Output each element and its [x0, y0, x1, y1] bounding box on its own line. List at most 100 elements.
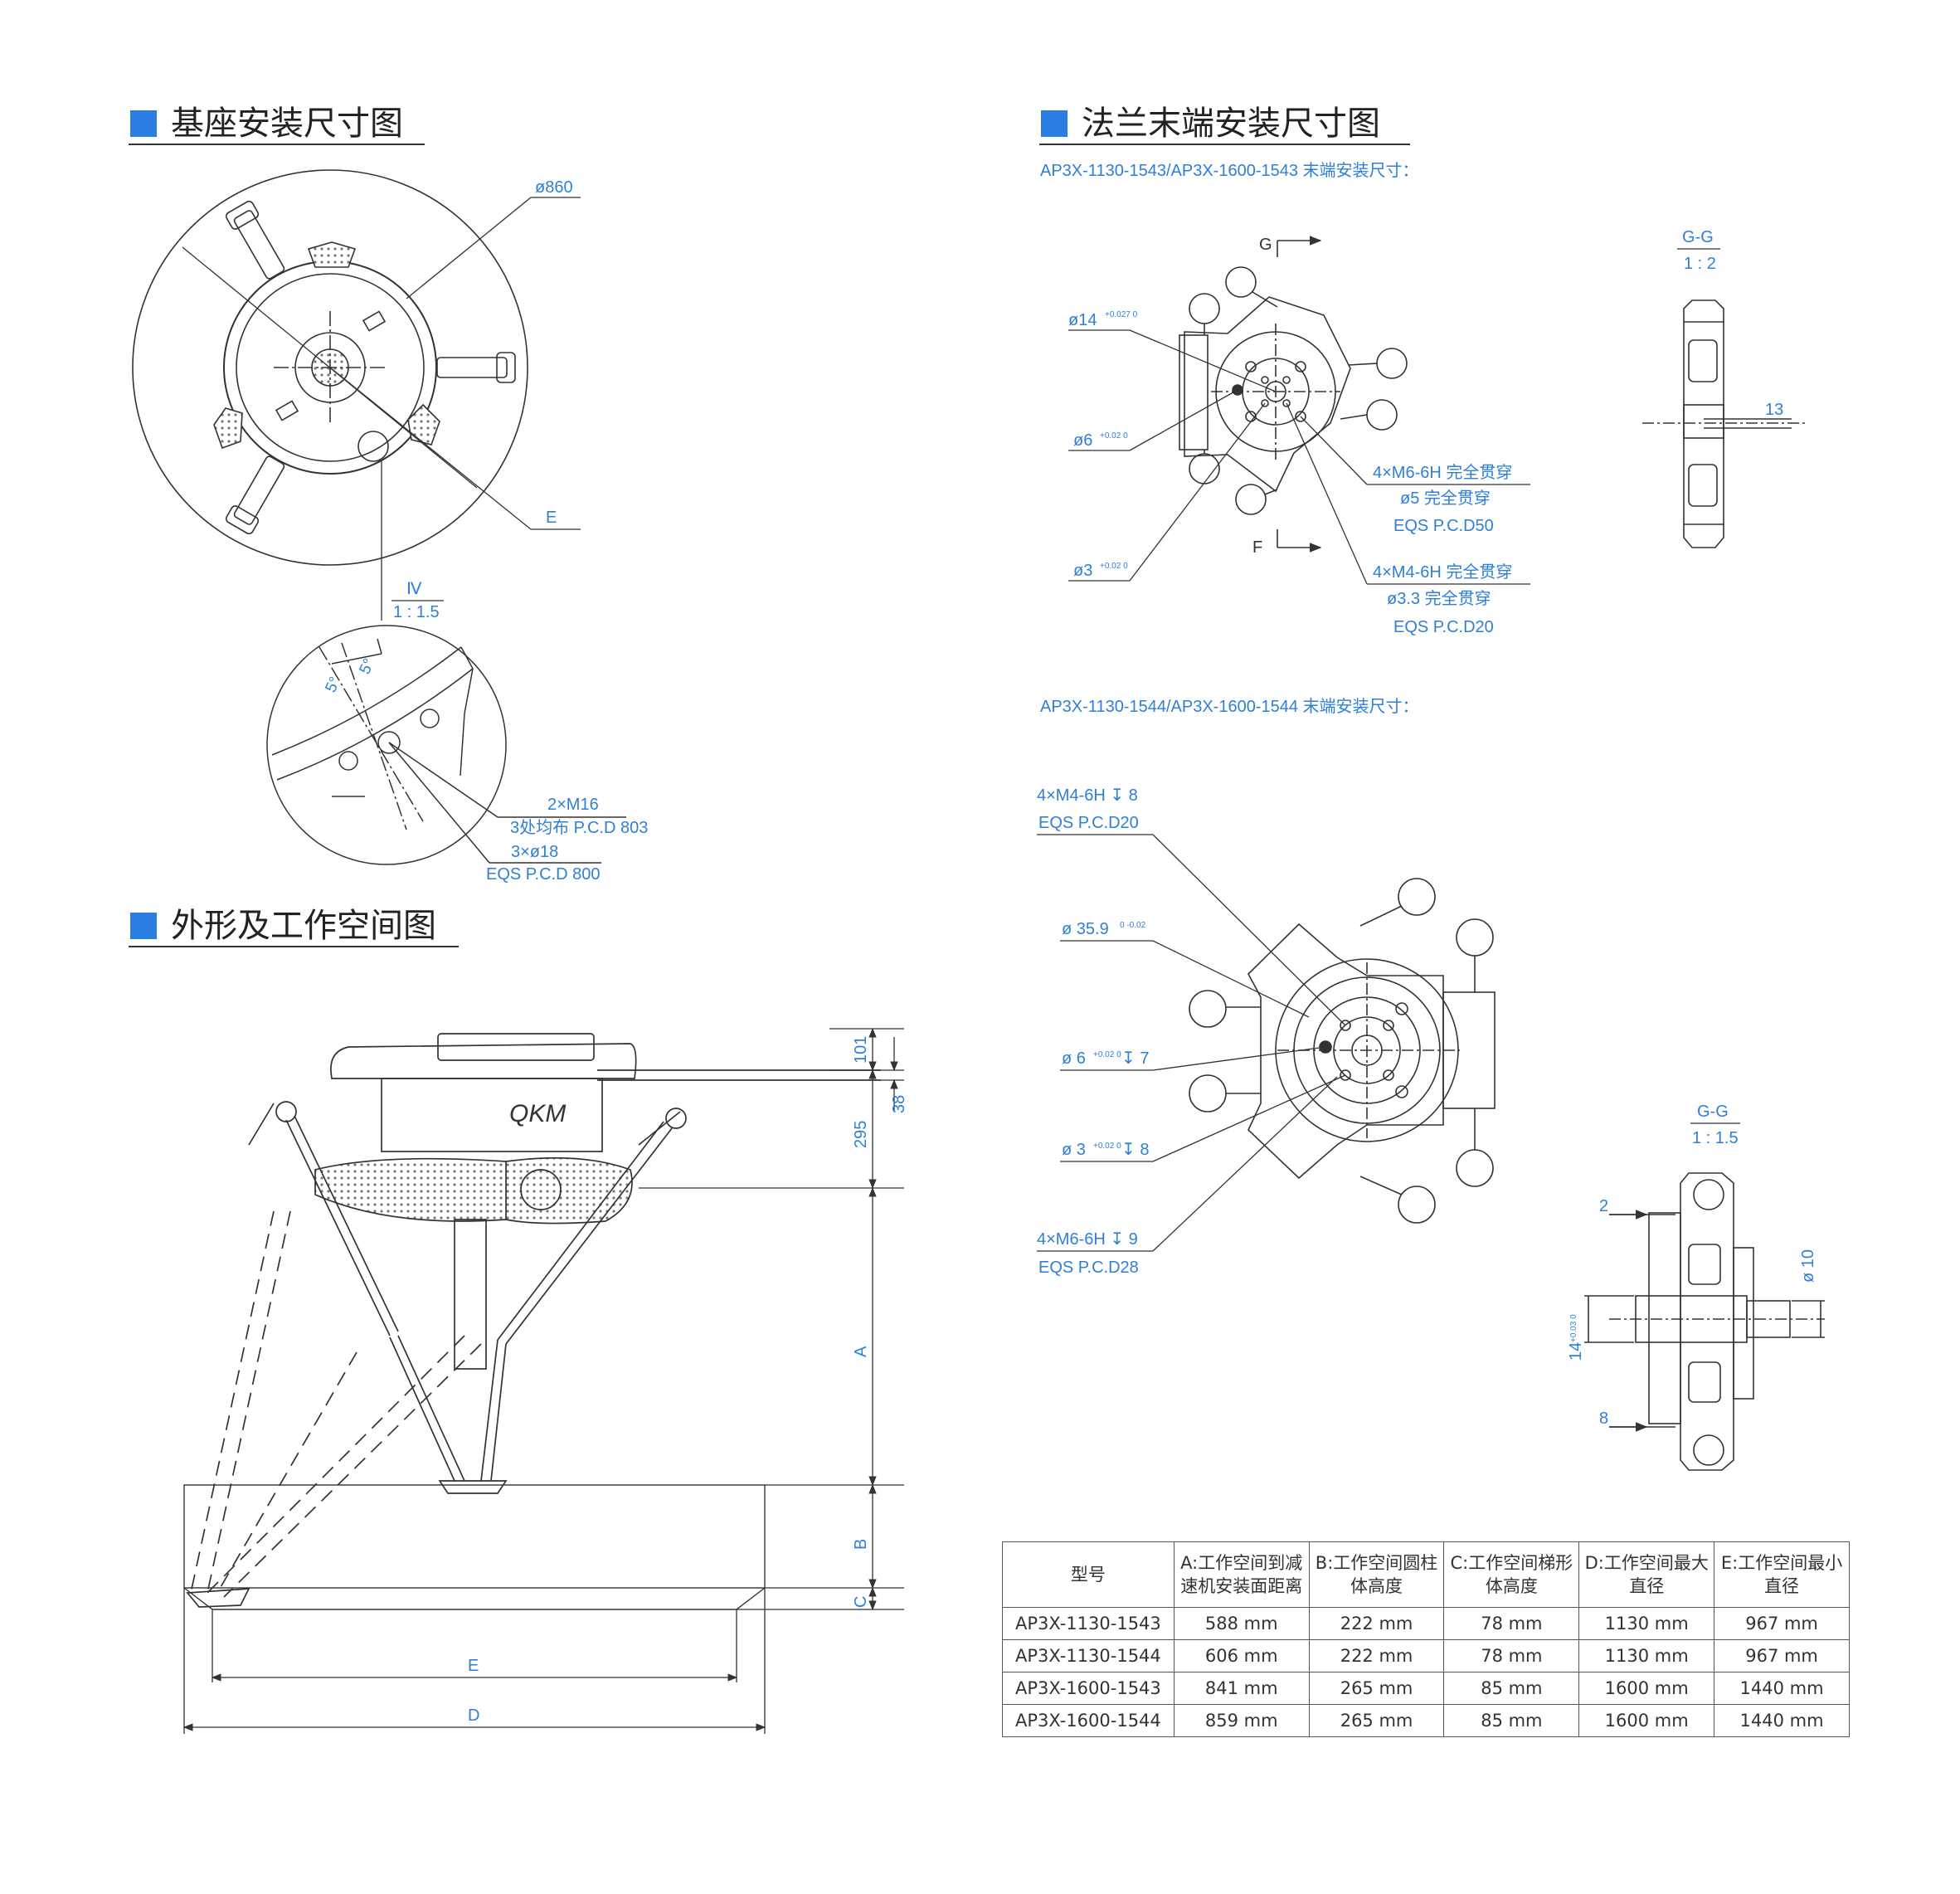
table-row: AP3X-1130-1544 606 mm 222 mm 78 mm 1130 … [1002, 1639, 1850, 1672]
table-header: C:工作空间梯形体高度 [1443, 1541, 1580, 1608]
dim-e: E [468, 1657, 479, 1675]
table-header: B:工作空间圆柱体高度 [1308, 1541, 1445, 1608]
table-cell: 859 mm [1173, 1704, 1310, 1737]
flange-title: 法兰末端安装尺寸图 [1082, 105, 1380, 143]
flange2-subtitle: AP3X-1130-1544/AP3X-1600-1544 末端安装尺寸： [1040, 697, 1419, 716]
angle-label-1: 5° [322, 674, 344, 695]
section-f-label: F [1252, 538, 1262, 557]
section-header-outline: 外形及工作空间图 [129, 907, 459, 947]
table-header-row: 型号 A:工作空间到减速机安装面距离 B:工作空间圆柱体高度 C:工作空间梯形体… [1002, 1541, 1850, 1608]
flange1-section-scale: 1 : 2 [1684, 255, 1716, 273]
table-cell: 222 mm [1308, 1639, 1445, 1672]
flange2-d6-depth: ↧ 7 [1121, 1049, 1149, 1068]
table-cell: 265 mm [1308, 1704, 1445, 1737]
flange1-dim-13: 13 [1765, 401, 1783, 419]
flange1-d6-tol: +0.02 0 [1100, 431, 1128, 441]
table-cell: 1600 mm [1578, 1704, 1715, 1737]
base-diameter-label: ø860 [535, 178, 573, 197]
table-cell: 1440 mm [1714, 1704, 1850, 1737]
dim-101: 101 [852, 1036, 870, 1064]
table-cell: AP3X-1130-1543 [1002, 1607, 1175, 1640]
table-cell: AP3X-1600-1544 [1002, 1704, 1175, 1737]
flange1-section-view [1642, 299, 1808, 548]
flange1-plan-view [1179, 236, 1408, 553]
bolt-note-2: 3处均布 P.C.D 803 [510, 818, 648, 837]
flange2-dim-d10: ø 10 [1799, 1249, 1817, 1283]
flange1-subtitle: AP3X-1130-1543/AP3X-1600-1543 末端安装尺寸： [1040, 161, 1419, 180]
qkm-logo: QKM [509, 1100, 566, 1127]
table-cell: AP3X-1130-1544 [1002, 1639, 1175, 1672]
table-row: AP3X-1130-1543 588 mm 222 mm 78 mm 1130 … [1002, 1607, 1850, 1640]
section-marker [130, 110, 157, 137]
table-cell: 85 mm [1443, 1704, 1580, 1737]
dim-295: 295 [852, 1121, 870, 1148]
table-cell: 841 mm [1173, 1672, 1310, 1705]
base-dim-callouts [182, 197, 581, 621]
section-g-label: G [1259, 236, 1272, 254]
table-cell: 78 mm [1443, 1607, 1580, 1640]
table-header: E:工作空间最小直径 [1714, 1541, 1850, 1608]
table-cell: 85 mm [1443, 1672, 1580, 1705]
table-row: AP3X-1600-1543 841 mm 265 mm 85 mm 1600 … [1002, 1672, 1850, 1705]
flange2-section-label: G-G [1697, 1103, 1729, 1121]
table-header: D:工作空间最大直径 [1578, 1541, 1715, 1608]
flange2-dim-2: 2 [1599, 1197, 1608, 1215]
flange1-m6-note: 4×M6-6H 完全贯穿 [1373, 463, 1512, 482]
section-marker [130, 913, 157, 939]
spec-table: 型号 A:工作空间到减速机安装面距离 B:工作空间圆柱体高度 C:工作空间梯形体… [1002, 1541, 1850, 1737]
flange2-d6-tol: +0.02 0 [1093, 1050, 1121, 1059]
table-row: AP3X-1600-1544 859 mm 265 mm 85 mm 1600 … [1002, 1704, 1850, 1737]
section-marker [1041, 110, 1068, 137]
flange2-leaders [1037, 834, 1346, 1252]
flange2-d6: ø 6 [1062, 1049, 1086, 1068]
detail-view-label: Ⅳ [406, 580, 422, 598]
flange2-dim-14: 14 [1567, 1342, 1585, 1361]
flange2-section-scale: 1 : 1.5 [1692, 1129, 1739, 1147]
table-header: 型号 [1002, 1541, 1175, 1608]
bolt-note-1: 2×M16 [547, 796, 599, 814]
section-header-base: 基座安装尺寸图 [129, 105, 425, 145]
flange2-d3-depth: ↧ 8 [1121, 1141, 1149, 1159]
table-cell: 1130 mm [1578, 1639, 1715, 1672]
table-cell: 588 mm [1173, 1607, 1310, 1640]
flange2-m4-pcd: EQS P.C.D20 [1038, 814, 1139, 832]
flange1-m4-hole: ø3.3 完全贯穿 [1387, 589, 1491, 608]
flange2-d359: ø 35.9 [1062, 920, 1109, 938]
flange1-m4-pcd: EQS P.C.D20 [1393, 618, 1494, 636]
flange1-m6-pcd: EQS P.C.D50 [1393, 517, 1494, 535]
flange2-plan-view [1189, 878, 1496, 1224]
table-cell: 1600 mm [1578, 1672, 1715, 1705]
base-detail-view [266, 625, 626, 865]
base-title: 基座安装尺寸图 [171, 105, 403, 143]
table-cell: 967 mm [1714, 1639, 1850, 1672]
flange2-dim-14-tol: +0.03 0 [1569, 1314, 1578, 1342]
dim-38: 38 [890, 1095, 908, 1113]
dim-d: D [468, 1707, 479, 1725]
dim-c: C [852, 1596, 870, 1608]
outline-dimensions [182, 1027, 904, 1734]
bolt-note-3: 3×ø18 [511, 843, 558, 861]
table-header: A:工作空间到减速机安装面距离 [1173, 1541, 1310, 1608]
flange1-d3-tol: +0.02 0 [1100, 562, 1128, 571]
workspace-outline [183, 1484, 766, 1610]
bolt-note-4: EQS P.C.D 800 [486, 865, 600, 884]
dim-a: A [852, 1346, 870, 1357]
dim-b: B [852, 1539, 870, 1550]
table-cell: 222 mm [1308, 1607, 1445, 1640]
table-cell: 78 mm [1443, 1639, 1580, 1672]
flange1-leaders [1068, 329, 1530, 585]
flange1-m6-hole: ø5 完全贯穿 [1400, 489, 1491, 508]
angle-label-2: 5° [356, 656, 378, 677]
flange2-d3-tol: +0.02 0 [1093, 1142, 1121, 1151]
table-cell: 967 mm [1714, 1607, 1850, 1640]
flange1-d14-tol: +0.027 0 [1105, 310, 1138, 319]
table-cell: 606 mm [1173, 1639, 1310, 1672]
table-cell: 265 mm [1308, 1672, 1445, 1705]
outline-title: 外形及工作空间图 [171, 907, 436, 945]
table-cell: 1440 mm [1714, 1672, 1850, 1705]
flange2-m4-note: 4×M4-6H ↧ 8 [1037, 786, 1138, 805]
flange1-d3: ø3 [1073, 562, 1092, 580]
flange1-m4-note: 4×M4-6H 完全贯穿 [1373, 562, 1512, 582]
robot-outline: QKM [186, 1033, 881, 1608]
